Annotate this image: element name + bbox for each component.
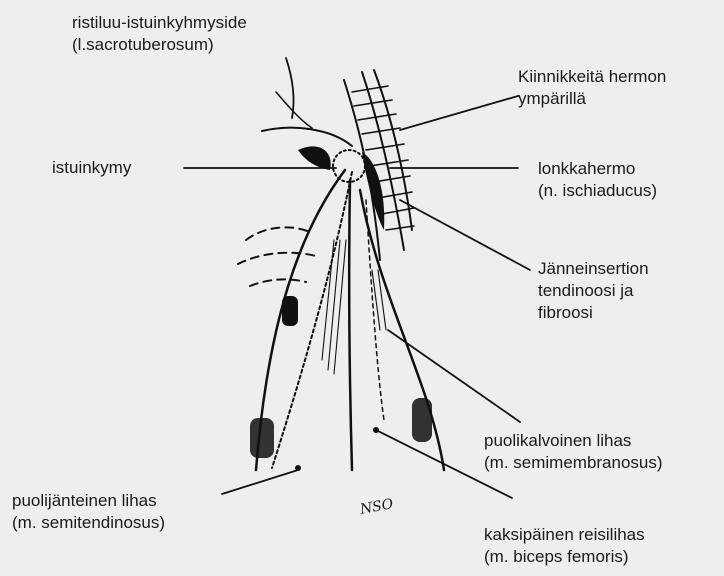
ink-fills <box>250 146 432 471</box>
label-line: kaksipäinen reisilihas <box>484 524 645 546</box>
biceps-muscle <box>349 180 352 470</box>
label-line: (m. biceps femoris) <box>484 546 645 568</box>
label-line: ympärillä <box>518 88 666 110</box>
label-line: lonkkahermo <box>538 158 657 180</box>
label-line: puolijänteinen lihas <box>12 490 165 512</box>
sacrotuberous-ligament <box>262 128 352 146</box>
label-line: istuinkymy <box>52 157 131 179</box>
label-semimembranosus: puolikalvoinen lihas (m. semimembranosus… <box>484 430 663 474</box>
label-line: (n. ischiaducus) <box>538 180 657 202</box>
label-line: (m. semitendinosus) <box>12 512 165 534</box>
label-line: ristiluu-istuinkyhmyside <box>72 12 247 34</box>
label-line: fibroosi <box>538 302 649 324</box>
label-line: puolikalvoinen lihas <box>484 430 663 452</box>
label-insertion: Jänneinsertion tendinoosi ja fibroosi <box>538 258 649 324</box>
label-line: tendinoosi ja <box>538 280 649 302</box>
label-semitendinosus: puolijänteinen lihas (m. semitendinosus) <box>12 490 165 534</box>
label-line: Jänneinsertion <box>538 258 649 280</box>
ischial-tuberosity <box>333 150 365 182</box>
label-sciatic: lonkkahermo (n. ischiaducus) <box>538 158 657 202</box>
label-line: (m. semimembranosus) <box>484 452 663 474</box>
label-biceps: kaksipäinen reisilihas (m. biceps femori… <box>484 524 645 568</box>
label-line: (l.sacrotuberosum) <box>72 34 247 56</box>
label-tuberosity: istuinkymy <box>52 157 131 179</box>
label-line: Kiinnikkeitä hermon <box>518 66 666 88</box>
label-adhesions: Kiinnikkeitä hermon ympärillä <box>518 66 666 110</box>
label-sacrotuberous: ristiluu-istuinkyhmyside (l.sacrotuberos… <box>72 12 247 56</box>
